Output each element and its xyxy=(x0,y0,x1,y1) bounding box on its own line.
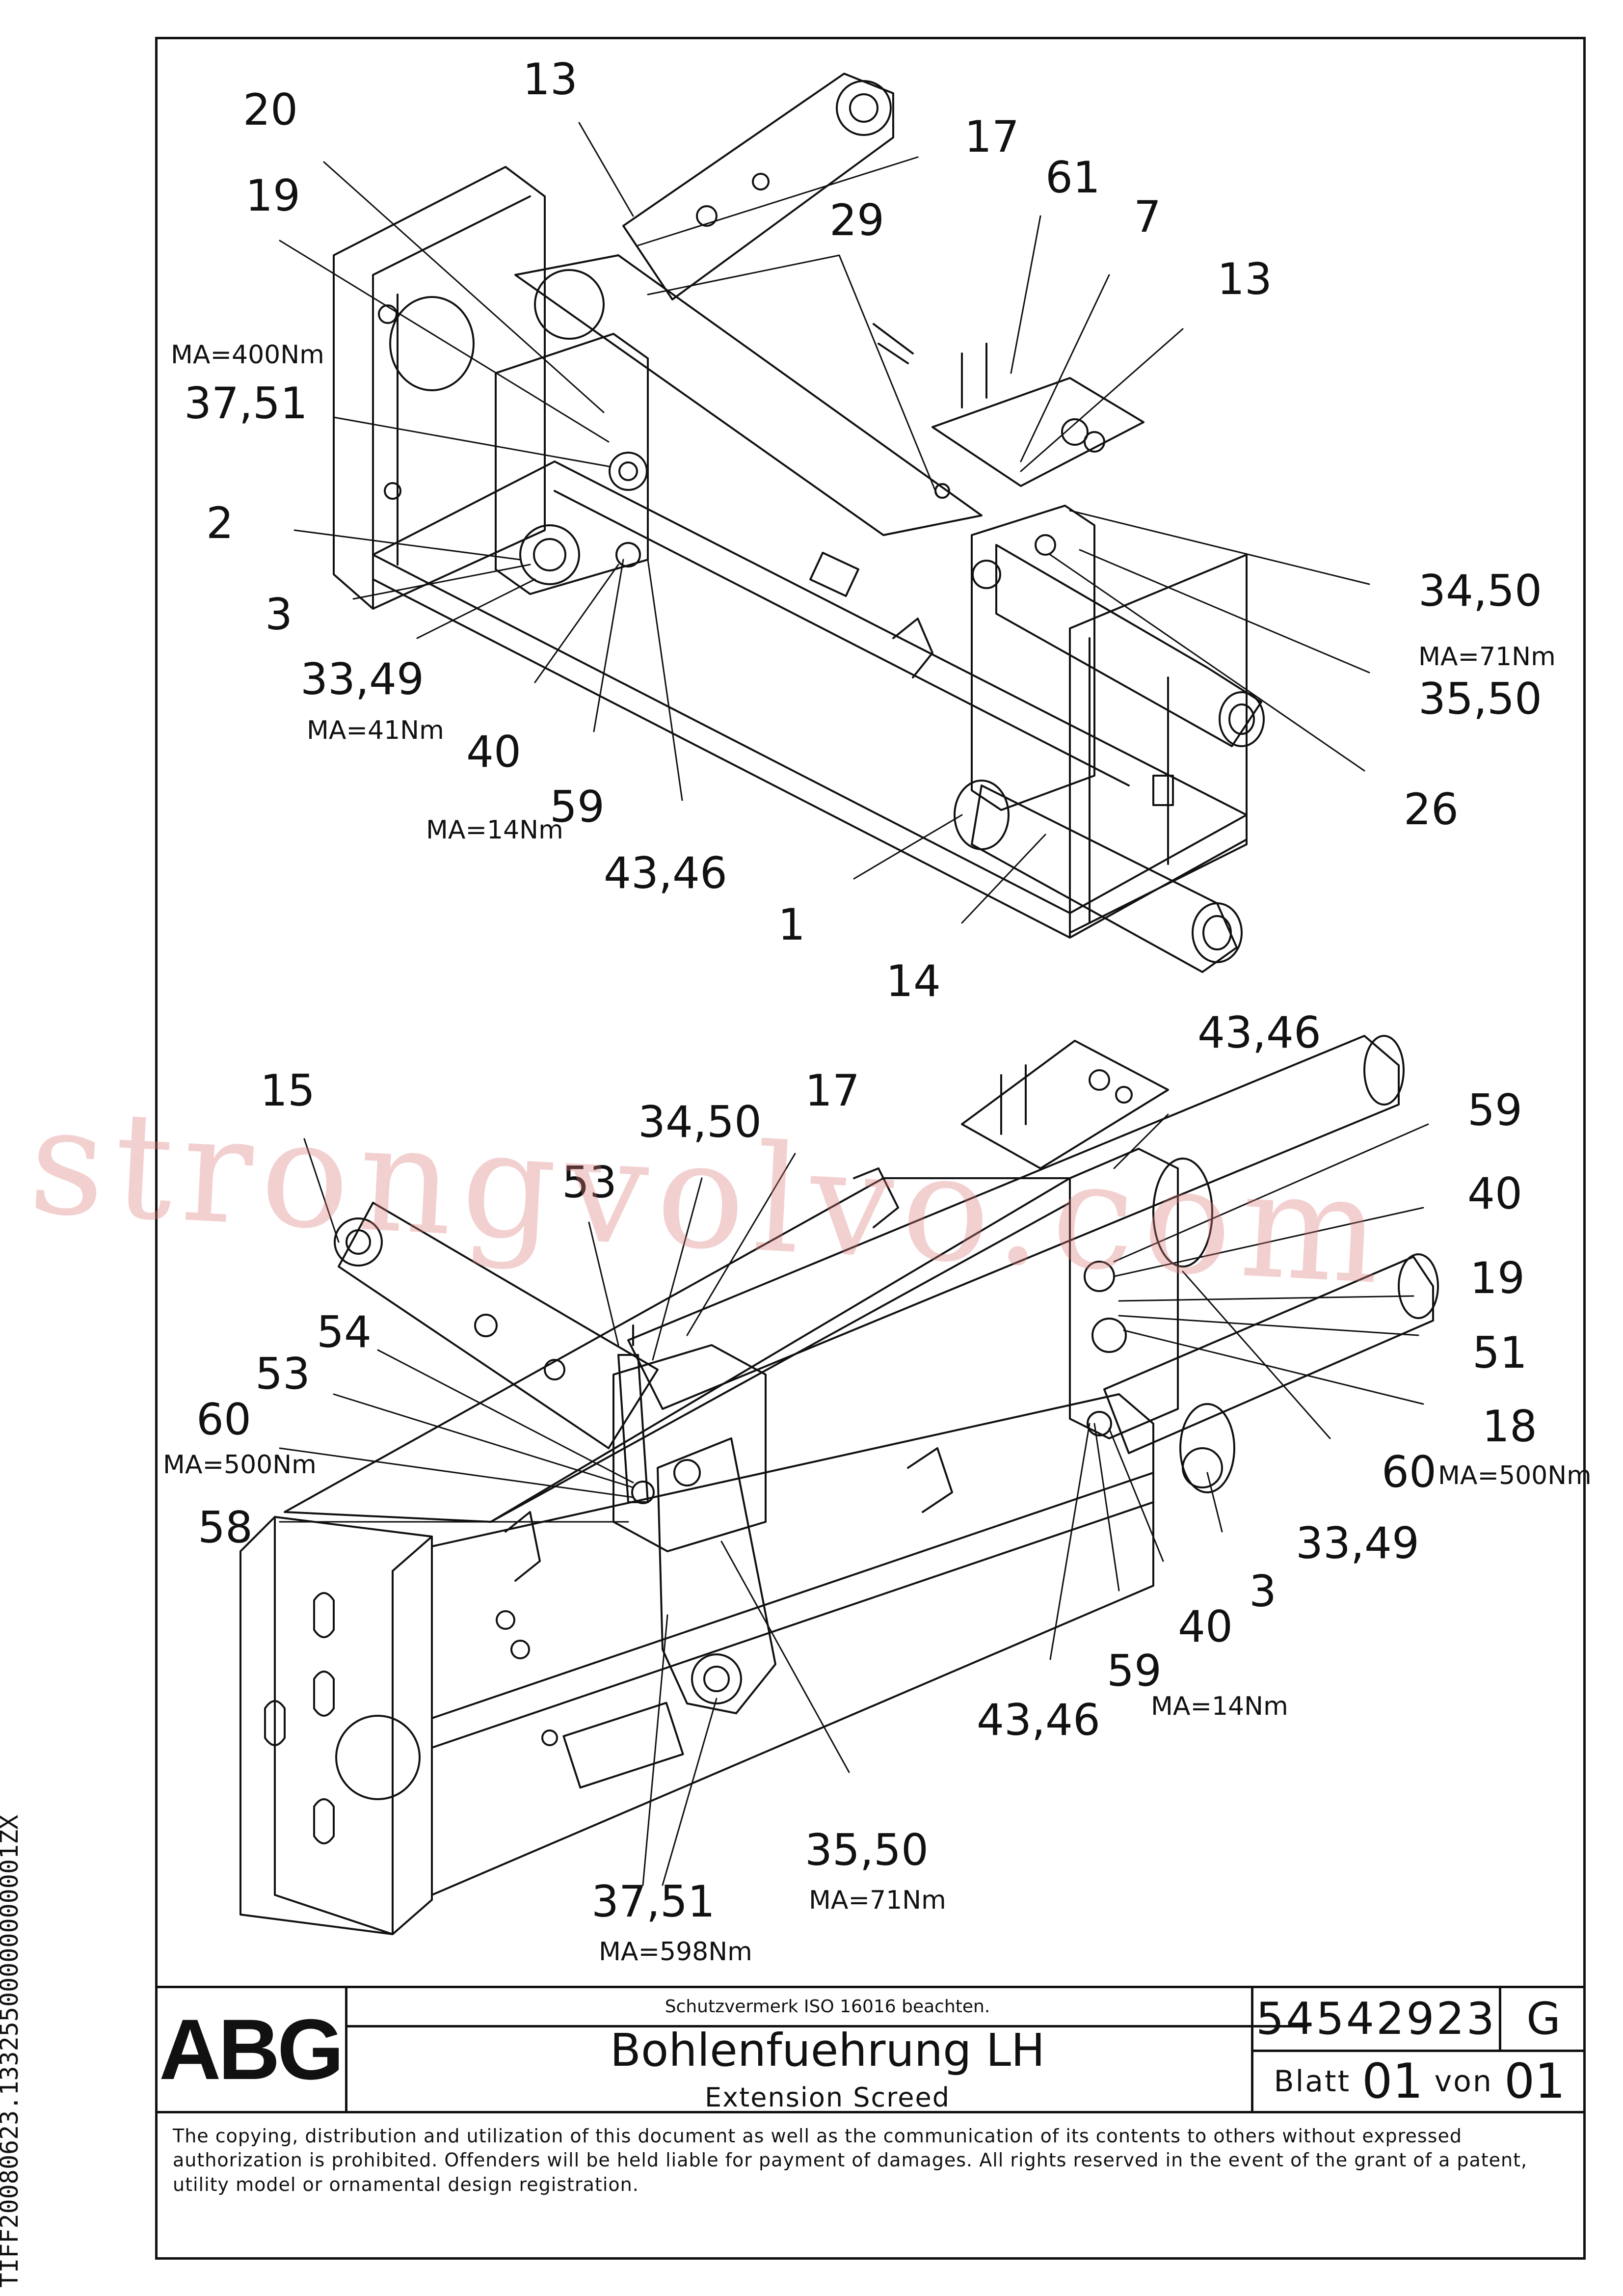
part-label: 15 xyxy=(260,1065,315,1116)
sheet-info: Blatt 01 von 01 xyxy=(1251,2052,1586,2111)
torque-label: MA=400Nm xyxy=(171,340,324,370)
part-label: 59 xyxy=(1107,1646,1162,1696)
part-label: 53 xyxy=(562,1157,617,1208)
part-number: 54542923 xyxy=(1251,1988,1499,2052)
part-label: 43,46 xyxy=(1197,1007,1321,1058)
abg-logo: ABG xyxy=(155,1988,347,2111)
part-label: 59 xyxy=(1467,1085,1522,1135)
subtitle-text: Extension Screed xyxy=(705,2082,950,2113)
part-label: 58 xyxy=(198,1502,253,1553)
revision: G xyxy=(1499,1988,1586,2052)
drawing-frame xyxy=(155,37,1586,2260)
torque-label: MA=500Nm xyxy=(163,1450,317,1480)
part-label: 35,50 xyxy=(1418,674,1542,724)
part-label: 33,49 xyxy=(300,654,424,704)
sheet-total: 01 xyxy=(1504,2053,1566,2109)
of-label: von xyxy=(1434,2064,1493,2099)
bottom-assembly xyxy=(239,1035,1439,1935)
part-label: 60 xyxy=(196,1394,251,1445)
part-label: 3 xyxy=(1249,1566,1277,1617)
part-label: 43,46 xyxy=(604,848,727,898)
part-label: 40 xyxy=(1467,1168,1522,1219)
part-label: 14 xyxy=(886,956,941,1006)
side-code: TIFF20080623.13325500000000001ZX xyxy=(0,1814,24,2288)
torque-label: MA=500Nm xyxy=(1438,1461,1592,1490)
part-label: 1 xyxy=(778,899,805,950)
part-label: 51 xyxy=(1472,1327,1527,1378)
part-label: 20 xyxy=(243,84,298,135)
part-label: 40 xyxy=(466,727,521,777)
exploded-view-drawing xyxy=(239,73,1439,1935)
part-label: 13 xyxy=(1217,254,1272,304)
part-label: 33,49 xyxy=(1296,1518,1419,1568)
part-label: 60 xyxy=(1382,1447,1437,1497)
part-label: 17 xyxy=(964,111,1019,162)
torque-label: MA=41Nm xyxy=(307,716,444,745)
part-label: 34,50 xyxy=(638,1097,762,1147)
part-label: 43,46 xyxy=(977,1695,1100,1745)
part-label: 19 xyxy=(1470,1253,1525,1303)
part-label: 29 xyxy=(829,195,884,245)
part-label: 26 xyxy=(1404,784,1459,835)
leader-lines-top xyxy=(279,122,1370,924)
torque-label: MA=598Nm xyxy=(599,1937,752,1967)
part-label: 3 xyxy=(265,589,293,640)
part-label: 34,50 xyxy=(1418,566,1542,616)
part-label: 40 xyxy=(1178,1601,1233,1652)
drawing-title: Bohlenfuehrung LH Extension Screed xyxy=(347,2024,1307,2113)
leader-lines-bottom xyxy=(279,1113,1429,1886)
part-label: 61 xyxy=(1045,152,1100,203)
part-label: 18 xyxy=(1482,1401,1537,1452)
part-label: 13 xyxy=(523,54,578,105)
part-label: 19 xyxy=(245,170,300,221)
torque-label: MA=71Nm xyxy=(1418,642,1556,672)
part-label: 54 xyxy=(317,1307,372,1357)
protection-note: Schutzvermerk ISO 16016 beachten. xyxy=(347,1988,1307,2027)
part-label: 53 xyxy=(255,1349,310,1399)
part-label: 37,51 xyxy=(591,1876,715,1927)
copyright-notice: The copying, distribution and utilizatio… xyxy=(155,2111,1586,2260)
part-label: 7 xyxy=(1134,191,1161,242)
part-label: 2 xyxy=(206,498,234,548)
part-label: 17 xyxy=(805,1065,860,1116)
sheet-number: 01 xyxy=(1362,2053,1423,2109)
title-block: ABG Schutzvermerk ISO 16016 beachten. Bo… xyxy=(155,1986,1586,2113)
part-label: 59 xyxy=(550,782,605,832)
part-label: 37,51 xyxy=(184,378,308,429)
torque-label: MA=14Nm xyxy=(1151,1692,1288,1721)
title-text: Bohlenfuehrung LH xyxy=(610,2024,1045,2077)
top-assembly xyxy=(333,73,1265,973)
torque-label: MA=14Nm xyxy=(426,815,563,845)
torque-label: MA=71Nm xyxy=(809,1886,946,1915)
sheet-label: Blatt xyxy=(1274,2064,1351,2099)
part-label: 35,50 xyxy=(805,1825,929,1875)
